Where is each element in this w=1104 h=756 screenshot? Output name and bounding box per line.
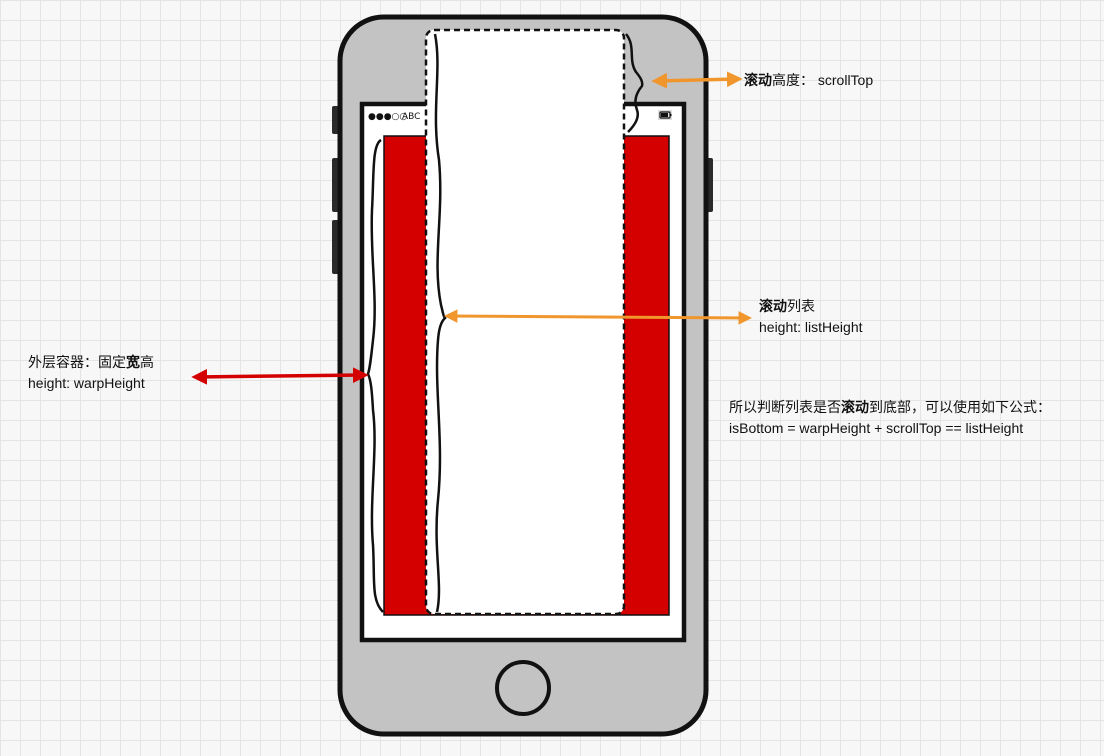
carrier-label: ABC xyxy=(402,112,420,122)
formula-label-bold: 滚动 xyxy=(841,399,869,415)
scrolltop-brace xyxy=(624,33,644,133)
wrap-label-bold: 宽 xyxy=(126,354,140,370)
scrolltop-label-bold: 滚动 xyxy=(744,72,772,88)
list-label-line1: 滚动列表 xyxy=(759,296,863,317)
scrolltop-label: 滚动高度： scrollTop xyxy=(744,70,873,91)
formula-label-line1: 所以判断列表是否滚动到底部，可以使用如下公式： xyxy=(729,397,1051,418)
list-label-bold: 滚动 xyxy=(759,298,787,314)
list-label-line2: height: listHeight xyxy=(759,319,863,335)
scrolltop-label-text: 高度： scrollTop xyxy=(772,72,874,88)
wrap-label-text-a: 外层容器：固定 xyxy=(28,354,126,370)
wrap-label-line1: 外层容器：固定宽高 xyxy=(28,352,154,373)
wrap-label: 外层容器：固定宽高 height: warpHeight xyxy=(28,352,154,394)
signal-indicator: ●●●○○ xyxy=(368,112,407,122)
formula-label: 所以判断列表是否滚动到底部，可以使用如下公式： isBottom = warpH… xyxy=(729,397,1051,439)
wrap-label-line2: height: warpHeight xyxy=(28,375,145,391)
formula-label-text-c: 到底部，可以使用如下公式： xyxy=(869,399,1051,415)
wrap-height-arrow xyxy=(191,367,369,385)
battery-icon xyxy=(658,110,672,120)
list-height-arrow xyxy=(443,309,753,325)
home-button[interactable] xyxy=(495,660,551,716)
status-bar: ●●●○○ ABC xyxy=(368,110,672,122)
scroll-list xyxy=(424,28,626,616)
formula-label-text-a: 所以判断列表是否 xyxy=(729,399,841,415)
wrap-label-text-c: 高 xyxy=(140,354,154,370)
list-label-text: 列表 xyxy=(787,298,815,314)
scrolltop-arrow xyxy=(651,71,743,89)
list-label: 滚动列表 height: listHeight xyxy=(759,296,863,338)
formula-label-line2: isBottom = warpHeight + scrollTop == lis… xyxy=(729,420,1024,436)
